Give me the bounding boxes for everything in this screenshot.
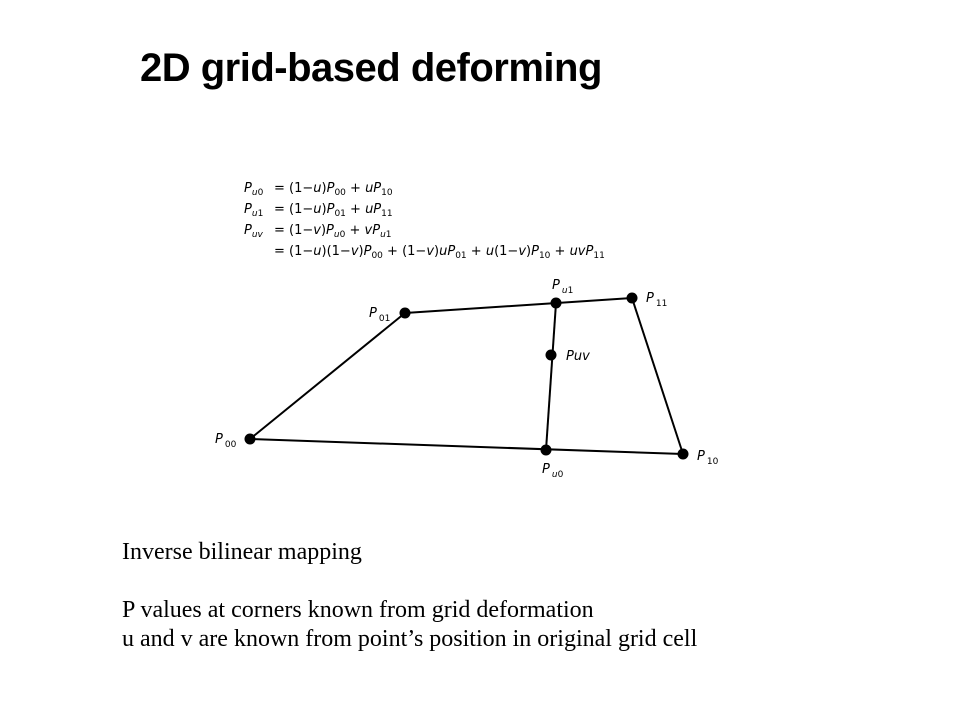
edge-u-line	[545, 302, 557, 451]
point-p01	[399, 307, 411, 319]
body-line-3: u and v are known from point’s position …	[122, 626, 698, 652]
equation-pu1: Pu1= (1−u)P01 + uP11	[244, 202, 393, 219]
equation-pu0: Pu0= (1−u)P00 + uP10	[244, 181, 393, 198]
point-p11	[626, 292, 638, 304]
edge-bottom	[249, 438, 684, 455]
point-puv	[545, 349, 557, 361]
equations-block: Pu0= (1−u)P00 + uP10 Pu1= (1−u)P01 + uP1…	[244, 178, 605, 262]
body-line-1: Inverse bilinear mapping	[122, 539, 362, 565]
edge-left	[249, 312, 406, 440]
equation-expanded: = (1−u)(1−v)P00 + (1−v)uP01 + u(1−v)P10 …	[274, 244, 605, 261]
point-p10	[677, 448, 689, 460]
slide-title: 2D grid-based deforming	[140, 46, 602, 90]
body-text: Inverse bilinear mapping P values at cor…	[122, 538, 697, 654]
point-pu1	[550, 297, 562, 309]
label-puv: Puv	[566, 349, 590, 364]
equation-puv: Puv= (1−v)Pu0 + vPu1	[244, 223, 392, 240]
edge-top	[404, 297, 633, 314]
point-pu0	[540, 444, 552, 456]
point-p00	[244, 433, 256, 445]
edge-right	[631, 297, 684, 455]
body-line-2: P values at corners known from grid defo…	[122, 597, 594, 623]
